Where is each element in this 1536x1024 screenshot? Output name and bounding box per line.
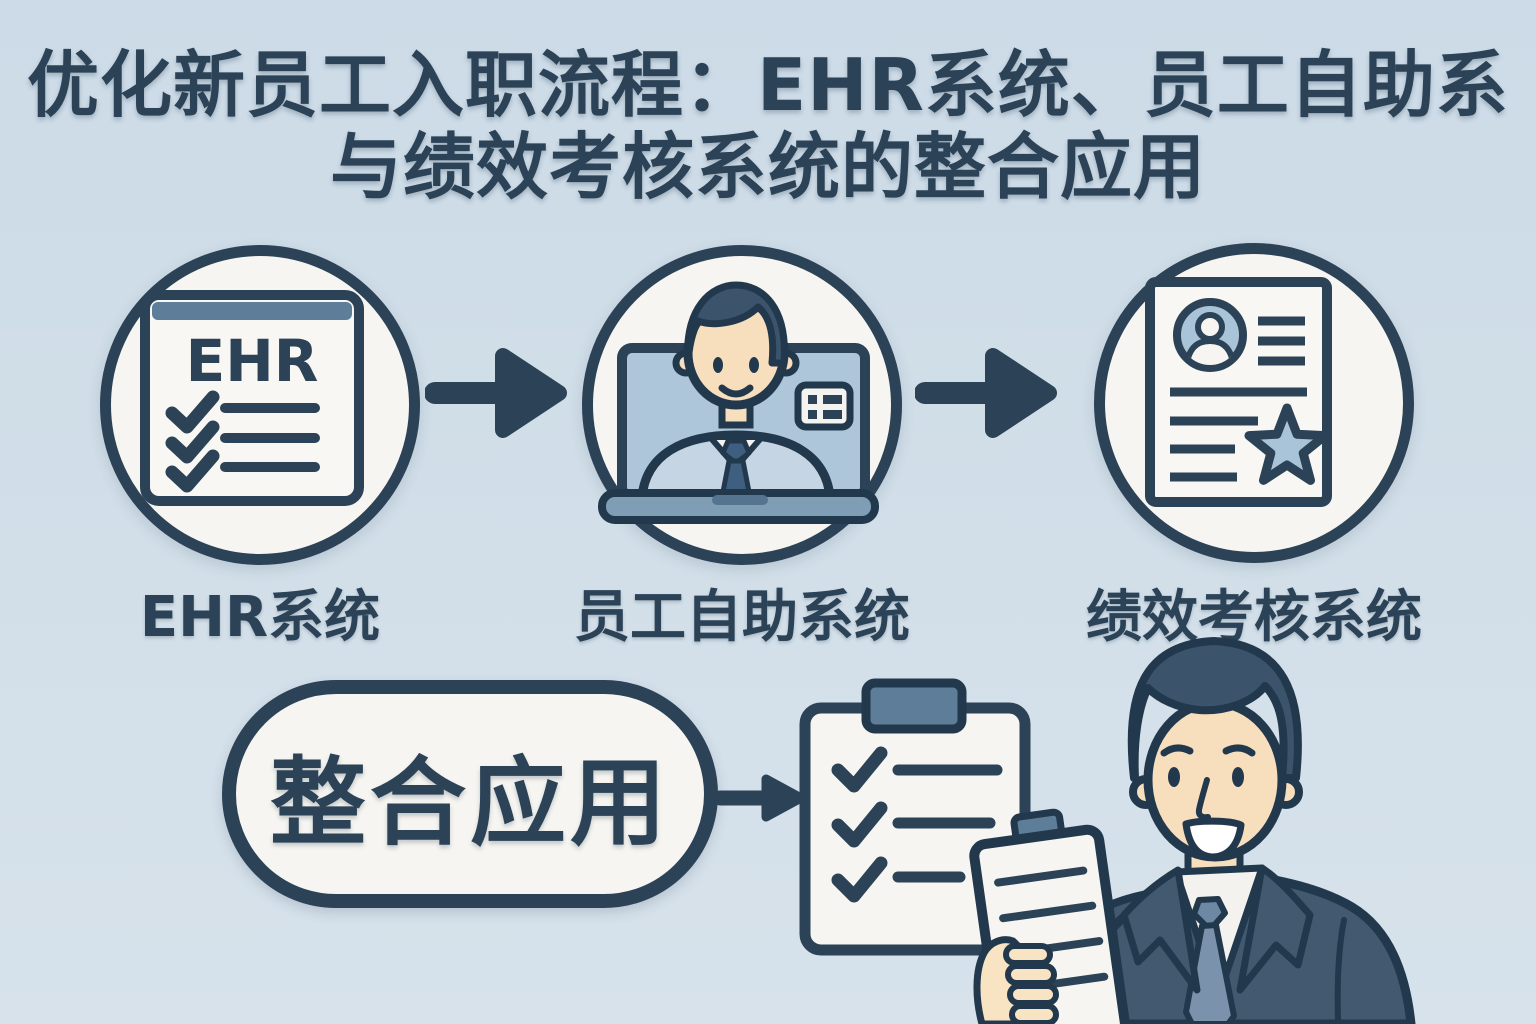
laptop-base xyxy=(598,489,879,524)
profile-avatar-icon xyxy=(1173,298,1247,372)
ehr-icon-text: EHR xyxy=(186,327,319,395)
integration-result-scene xyxy=(712,637,1416,1024)
right-lapel xyxy=(1236,864,1314,994)
integration-badge-label: 整合应用 xyxy=(270,746,670,859)
right-arrow-icon xyxy=(425,348,567,438)
hair xyxy=(1127,637,1302,782)
tie xyxy=(720,438,752,466)
smile-mouth xyxy=(1182,817,1245,861)
clipboard-clip xyxy=(861,678,967,734)
ehr-system-label: EHR系统 xyxy=(139,585,381,650)
page-title: 优化新员工入职流程：EHR系统、员工自助系 与绩效考核系统的整合应用 xyxy=(0,44,1536,208)
checklist-check-icons xyxy=(165,390,220,493)
appraisal-document-star-icon xyxy=(1145,277,1332,507)
checklist-clipboard-icon xyxy=(799,678,1031,956)
left-lapel xyxy=(1120,866,1201,994)
check-icons xyxy=(831,746,888,903)
right-arrow-icon xyxy=(712,774,806,822)
id-card-icon xyxy=(794,381,854,431)
star-icon xyxy=(1244,403,1330,485)
document-lines xyxy=(1170,316,1307,482)
self-service-system-label: 员工自助系统 xyxy=(574,585,910,650)
flow-step-self-service-circle xyxy=(582,245,902,565)
tie xyxy=(1183,922,1237,1024)
title-line-2: 与绩效考核系统的整合应用 xyxy=(329,125,1206,210)
checklist-lines xyxy=(892,764,1003,883)
tie-knot xyxy=(1191,896,1228,933)
flow-step-appraisal-circle xyxy=(1094,243,1414,563)
integration-badge: 整合应用 xyxy=(222,680,718,908)
employee-laptop-icon xyxy=(598,281,879,524)
appraisal-system-label: 绩效考核系统 xyxy=(1086,585,1422,650)
hand-icon xyxy=(973,936,1059,1024)
title-line-1: 优化新员工入职流程：EHR系统、员工自助系 xyxy=(27,43,1509,127)
checklist-lines xyxy=(220,403,320,472)
hair xyxy=(684,281,788,367)
window-header-bar xyxy=(152,302,352,320)
ehr-window-checklist-icon: EHR xyxy=(140,290,364,506)
employee-avatar xyxy=(637,281,835,502)
right-arrow-icon xyxy=(915,348,1057,438)
flow-step-ehr-circle: EHR xyxy=(100,245,420,565)
